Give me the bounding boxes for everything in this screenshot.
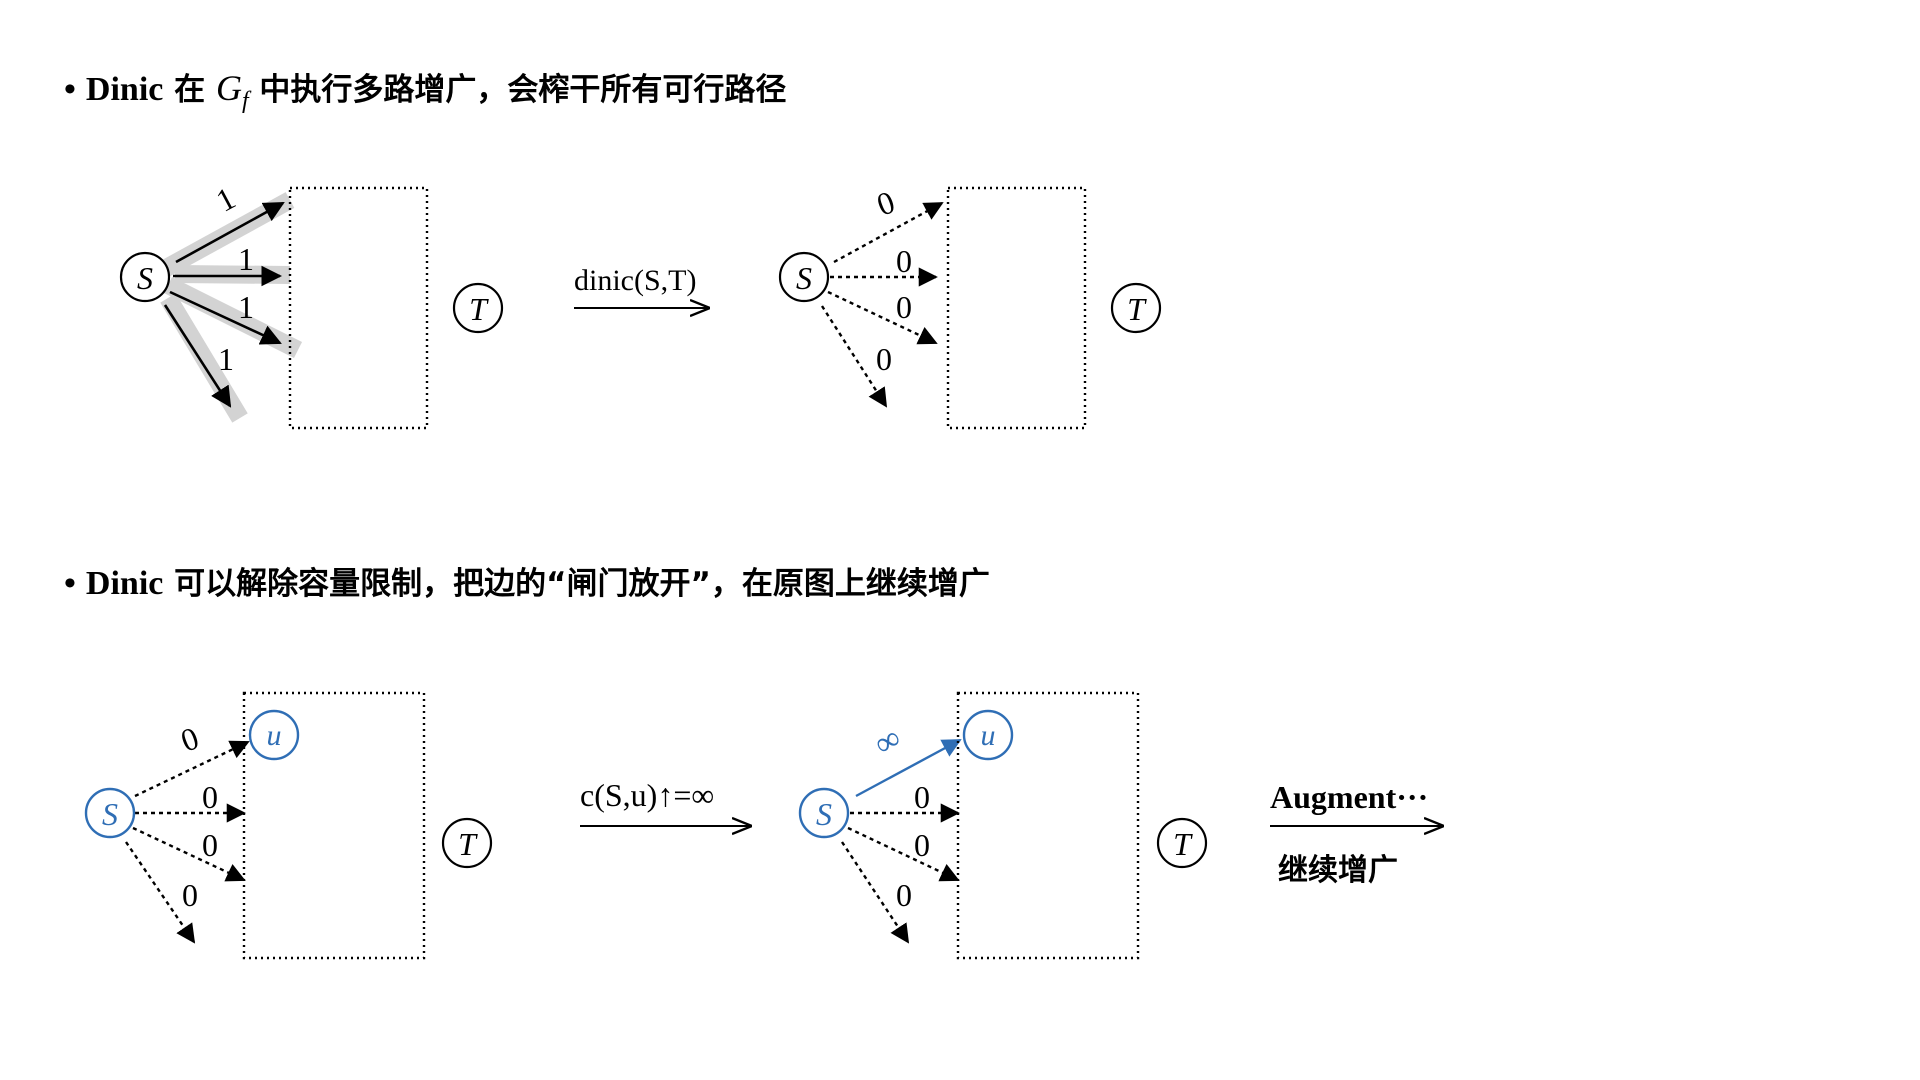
cap-label: 1	[238, 241, 254, 277]
bullet-1: •Dinic 在 Gf 中执行多路增广，会榨干所有可行路径	[64, 64, 786, 115]
row2-right-graph: ∞ 0 0 0 S u T	[798, 691, 1208, 960]
bullet-2-text: 可以解除容量限制，把边的“闸门放开”，在原图上继续增广	[163, 566, 990, 602]
cap-label: 0	[876, 341, 892, 377]
node-source	[778, 251, 830, 303]
cap-label: 0	[896, 289, 912, 325]
bullet-1-brand: Dinic	[85, 71, 164, 108]
residual-box	[946, 186, 1087, 430]
row1-left-graph: 1 1 1 1 S T	[119, 179, 504, 430]
cap-label: 1	[218, 341, 234, 377]
bullet-dot: •	[64, 565, 76, 602]
cap-label: 0	[176, 719, 203, 758]
node-u-blue	[962, 709, 1014, 761]
node-u-label: u	[981, 719, 996, 752]
node-sink-label: T	[1127, 291, 1147, 327]
row2-left-graph: 0 0 0 0 S u T	[84, 691, 493, 960]
node-source-blue	[798, 787, 850, 839]
node-sink-label: T	[1173, 826, 1193, 862]
cap-label: 0	[896, 243, 912, 279]
bullet-1-pre: 在	[163, 72, 216, 108]
node-sink	[452, 282, 504, 334]
bullet-1-gf: Gf	[215, 68, 249, 114]
augment-label: Augment···	[1270, 779, 1428, 815]
edge-solid-blue	[855, 738, 962, 798]
bullet-2-brand: Dinic	[85, 565, 164, 602]
node-sink-label: T	[458, 826, 478, 862]
cap-label: 0	[202, 827, 218, 863]
cap-label: 0	[202, 779, 218, 815]
cap-label: 0	[872, 183, 899, 222]
node-source-blue	[84, 787, 136, 839]
row1-right-graph: 0 0 0 0 S T	[778, 183, 1162, 430]
node-u-blue	[248, 709, 300, 761]
cap-label: 0	[182, 877, 198, 913]
node-sink	[1156, 817, 1208, 869]
cap-label: 0	[896, 877, 912, 913]
row2-arrow-label: c(S,u)↑=∞	[580, 777, 714, 813]
edge-dashed	[134, 740, 250, 798]
node-u-label: u	[267, 719, 282, 752]
gf-sub: f	[241, 88, 249, 115]
row1-arrow-label: dinic(S,T)	[574, 264, 696, 297]
row2-next-step: Augment··· 继续增广	[1270, 779, 1442, 888]
node-source-label: S	[102, 796, 118, 832]
edge-solid	[175, 201, 285, 264]
edge-solid	[169, 290, 282, 345]
edge-dashed	[827, 290, 938, 345]
node-sink	[1110, 282, 1162, 334]
node-source-label: S	[137, 260, 153, 296]
bullet-1-post: 中执行多路增广，会榨干所有可行路径	[248, 72, 787, 108]
node-sink	[441, 817, 493, 869]
gf-main: G	[215, 68, 242, 108]
node-sink-label: T	[469, 291, 489, 327]
node-source-label: S	[796, 260, 812, 296]
edge-dashed	[132, 826, 246, 882]
residual-box	[288, 186, 429, 430]
edge-dashed	[820, 305, 888, 408]
cap-label: 0	[914, 827, 930, 863]
edge-dashed	[847, 826, 960, 882]
bullet-2: •Dinic 可以解除容量限制，把边的“闸门放开”，在原图上继续增广	[64, 558, 990, 603]
edge-dashed	[840, 841, 910, 944]
cap-label: 1	[238, 289, 254, 325]
original-graph-box	[242, 691, 426, 960]
cap-label: 0	[914, 779, 930, 815]
node-source-label: S	[816, 796, 832, 832]
bullet-dot: •	[64, 71, 76, 108]
cap-label-infinity: ∞	[868, 719, 908, 763]
original-graph-box	[956, 691, 1140, 960]
edge-solid	[163, 304, 232, 408]
row1-transition: dinic(S,T)	[574, 264, 708, 308]
continue-augment-label: 继续增广	[1278, 853, 1398, 888]
row2-transition: c(S,u)↑=∞	[580, 777, 750, 826]
node-source	[119, 251, 171, 303]
cap-label: 1	[210, 179, 241, 218]
